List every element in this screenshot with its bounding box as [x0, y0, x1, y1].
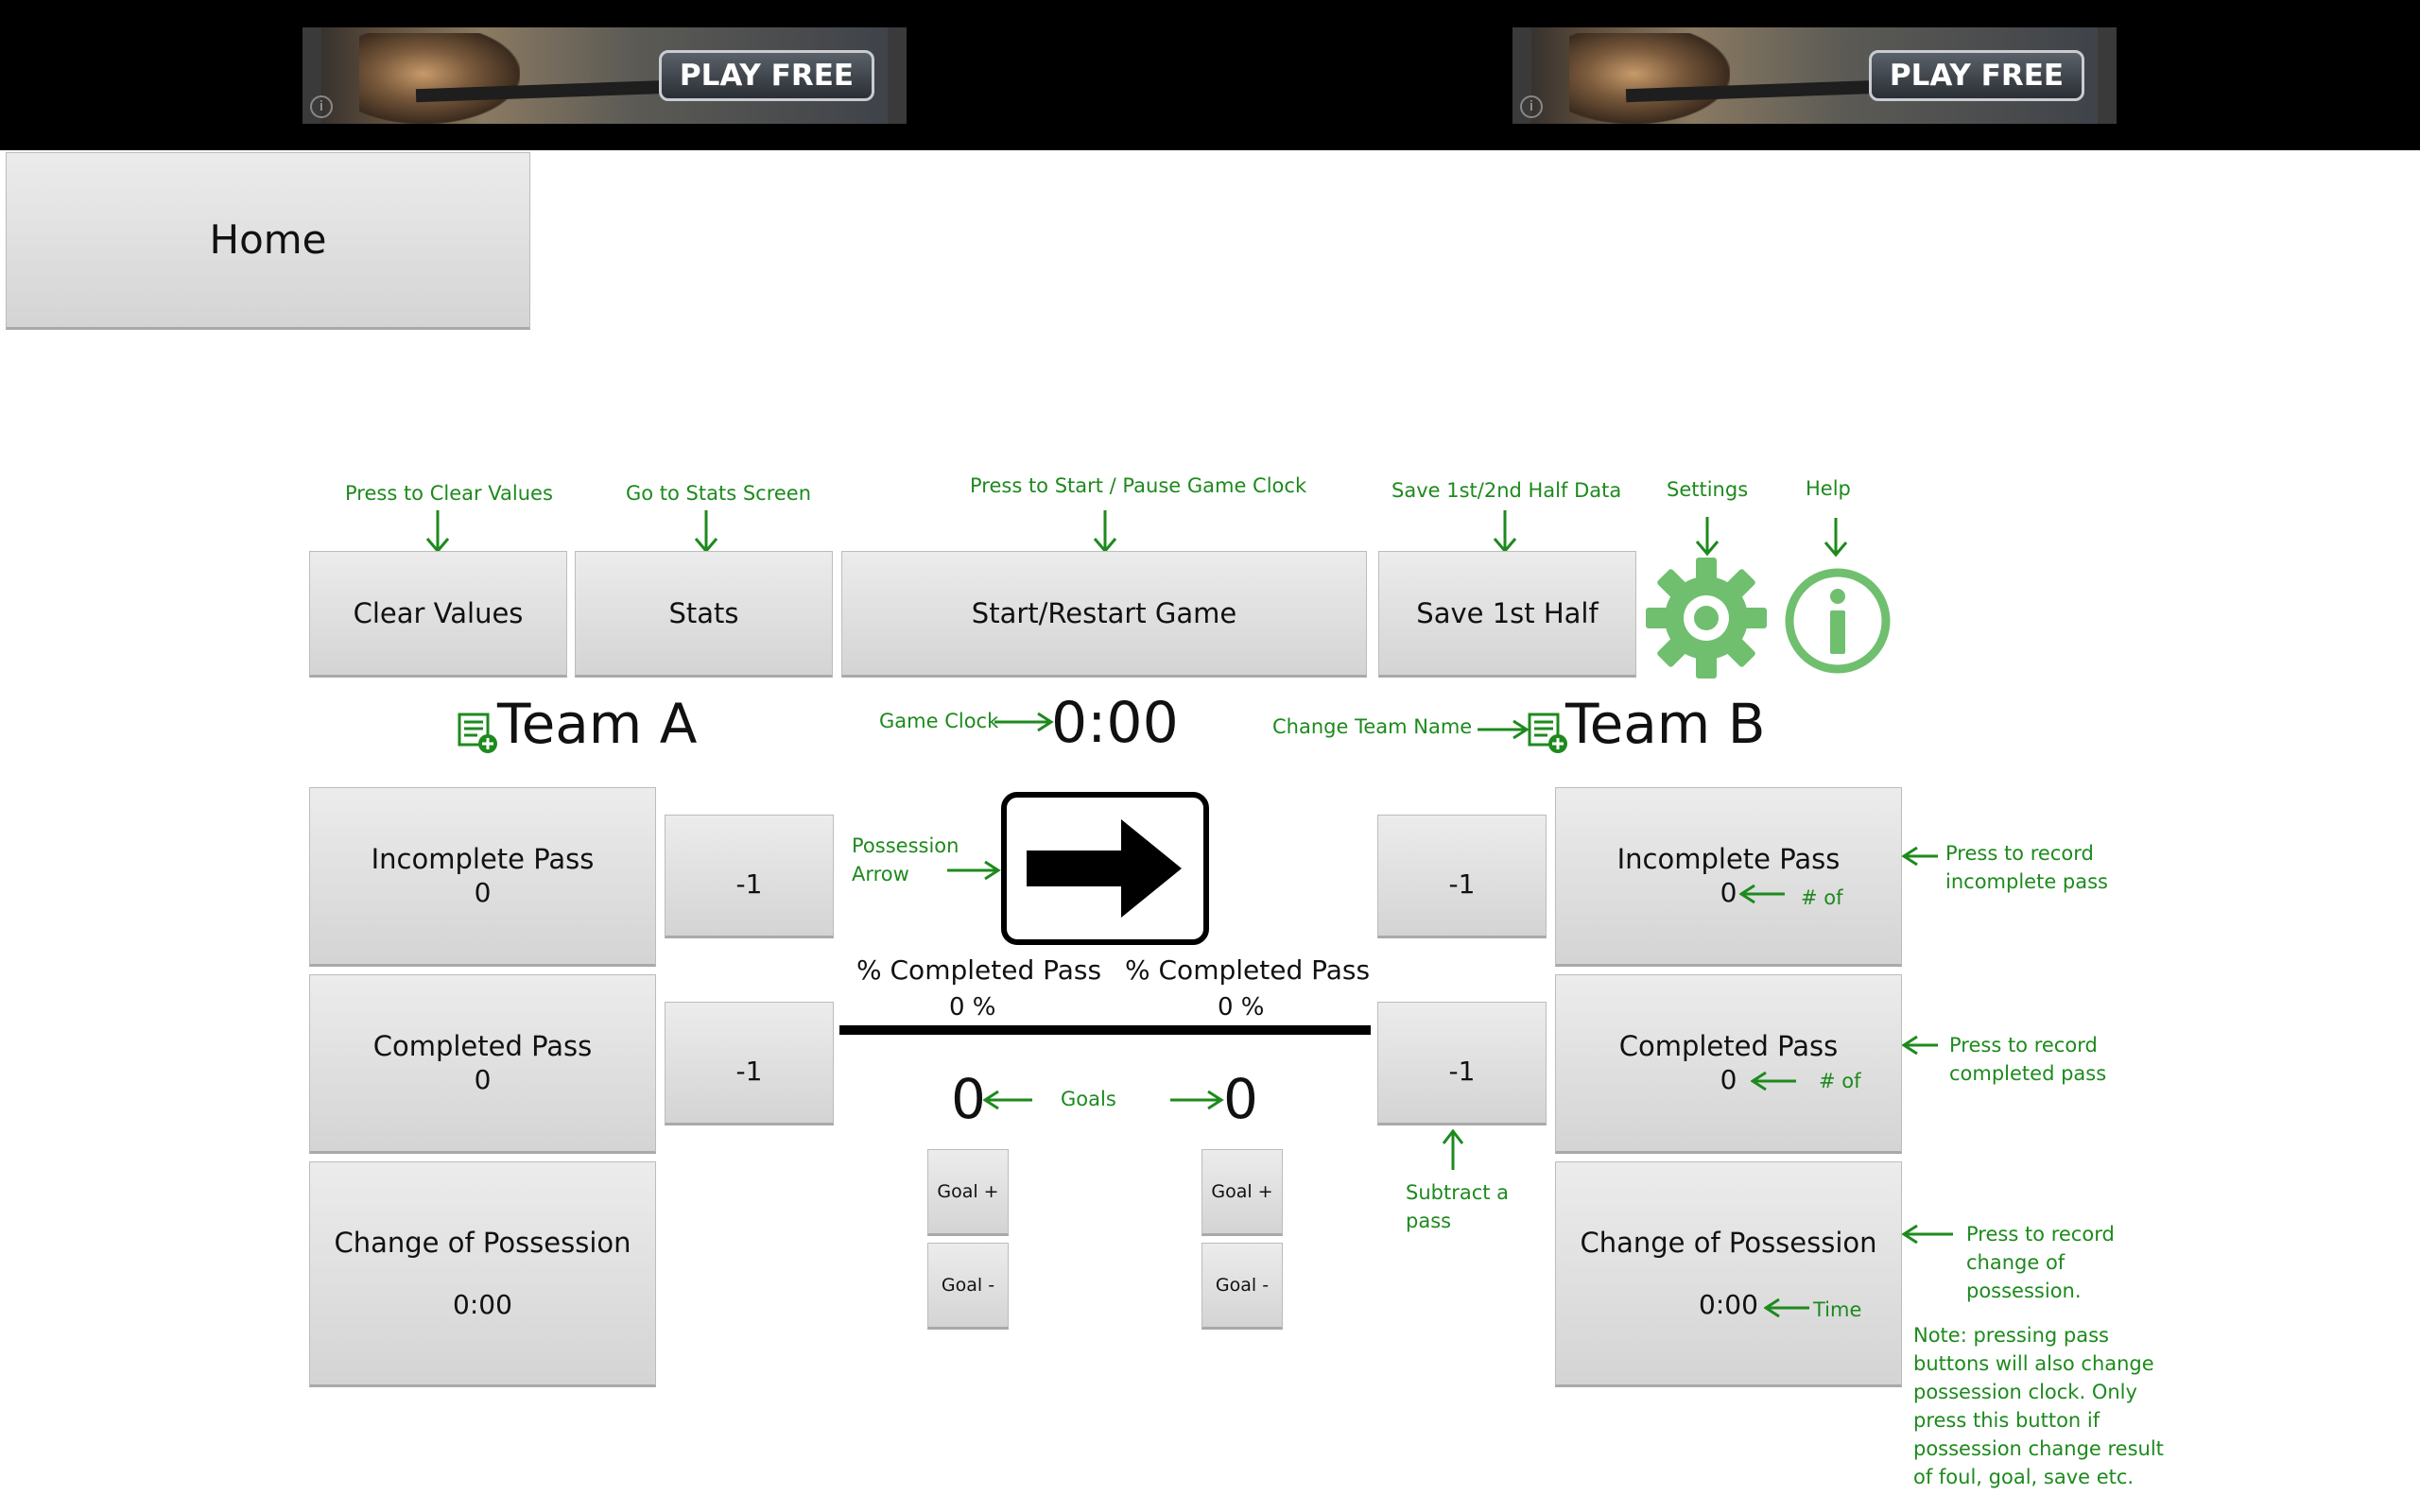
- incomplete-pass-label: Incomplete Pass: [371, 843, 595, 875]
- left-arrow-icon: [1751, 1071, 1796, 1091]
- left-arrow-icon: [1902, 1224, 1953, 1245]
- down-arrow-icon: [1695, 517, 1720, 557]
- clear-values-button[interactable]: Clear Values: [309, 551, 567, 678]
- hint-change-team: Change Team Name: [1272, 715, 1473, 738]
- edit-team-b-name-icon[interactable]: [1526, 711, 1569, 754]
- team-b-goal-minus-button[interactable]: Goal -: [1201, 1243, 1283, 1330]
- team-b-name[interactable]: Team B: [1565, 692, 1766, 756]
- hint-record-completed: Press to record completed pass: [1949, 1034, 2107, 1085]
- team-b-goals: 0: [1223, 1067, 1258, 1131]
- ad-info-icon[interactable]: i: [1520, 95, 1543, 118]
- ad-banner-left[interactable]: i PLAY FREE: [302, 27, 907, 124]
- hint-stats: Go to Stats Screen: [626, 482, 812, 505]
- possession-arrow-icon[interactable]: [1000, 791, 1210, 946]
- left-arrow-icon: [1902, 1035, 1938, 1056]
- completed-pass-label: Completed Pass: [1618, 1030, 1839, 1062]
- possession-time: 0:00: [453, 1288, 512, 1320]
- team-a-incomplete-minus-button[interactable]: -1: [665, 815, 834, 938]
- team-a-goals: 0: [951, 1067, 986, 1131]
- stats-button[interactable]: Stats: [575, 551, 833, 678]
- hint-record-possession: Press to record change of possession.: [1966, 1223, 2115, 1302]
- divider: [839, 1025, 1371, 1035]
- hint-clear: Press to Clear Values: [345, 482, 553, 505]
- hint-goals: Goals: [1061, 1088, 1116, 1110]
- team-a-pct-label: % Completed Pass: [856, 954, 1102, 986]
- down-arrow-icon: [694, 510, 718, 554]
- hint-record-incomplete: Press to record incomplete pass: [1945, 842, 2108, 893]
- hint-settings: Settings: [1667, 478, 1749, 501]
- info-icon[interactable]: [1784, 567, 1892, 675]
- hint-note: Note: pressing pass buttons will also ch…: [1913, 1324, 2164, 1488]
- save-half-button[interactable]: Save 1st Half: [1378, 551, 1636, 678]
- team-a-completed-pass-button[interactable]: Completed Pass 0: [309, 974, 656, 1154]
- team-a-name[interactable]: Team A: [497, 692, 698, 756]
- team-b-goal-plus-button[interactable]: Goal +: [1201, 1149, 1283, 1236]
- completed-pass-count: 0: [474, 1064, 492, 1095]
- left-arrow-icon: [1764, 1297, 1809, 1318]
- team-a-pct-value: 0 %: [949, 993, 996, 1022]
- up-arrow-icon: [1442, 1128, 1464, 1170]
- team-a-goal-minus-button[interactable]: Goal -: [927, 1243, 1009, 1330]
- team-b-pct-label: % Completed Pass: [1125, 954, 1371, 986]
- right-arrow-icon: [994, 712, 1054, 732]
- start-restart-label: Start/Restart Game: [971, 597, 1237, 629]
- start-restart-game-button[interactable]: Start/Restart Game: [841, 551, 1367, 678]
- home-label: Home: [209, 216, 327, 263]
- incomplete-pass-count: 0: [1720, 877, 1737, 908]
- completed-pass-count: 0: [1720, 1064, 1737, 1095]
- right-arrow-icon: [1478, 719, 1530, 740]
- ad-banner-bar: i PLAY FREE i PLAY FREE: [0, 0, 2420, 150]
- team-b-incomplete-minus-button[interactable]: -1: [1377, 815, 1547, 938]
- stats-label: Stats: [668, 597, 739, 629]
- save-half-label: Save 1st Half: [1416, 597, 1599, 629]
- game-clock: 0:00: [1051, 690, 1179, 756]
- hint-subtract: Subtract a pass: [1406, 1181, 1510, 1232]
- down-arrow-icon: [1493, 510, 1517, 554]
- hint-time: Time: [1813, 1298, 1862, 1321]
- left-arrow-icon: [1902, 846, 1938, 867]
- incomplete-pass-label: Incomplete Pass: [1616, 843, 1841, 875]
- team-b-incomplete-pass-button[interactable]: Incomplete Pass 0: [1555, 787, 1902, 967]
- hint-possession-arrow: Possession Arrow: [852, 834, 959, 885]
- change-possession-label: Change of Possession: [334, 1226, 631, 1259]
- play-free-button[interactable]: PLAY FREE: [659, 50, 874, 101]
- team-b-pct-value: 0 %: [1218, 993, 1265, 1022]
- hint-start: Press to Start / Pause Game Clock: [970, 474, 1307, 497]
- play-free-button[interactable]: PLAY FREE: [1869, 50, 2084, 101]
- team-b-completed-minus-button[interactable]: -1: [1377, 1002, 1547, 1125]
- possession-time: 0:00: [1699, 1288, 1758, 1320]
- right-arrow-icon: [947, 860, 1001, 881]
- team-a-goal-plus-button[interactable]: Goal +: [927, 1149, 1009, 1236]
- team-a-change-possession-button[interactable]: Change of Possession 0:00: [309, 1161, 656, 1387]
- hint-help: Help: [1806, 477, 1851, 500]
- hint-count-of: # of: [1801, 886, 1843, 909]
- team-b-change-possession-button[interactable]: Change of Possession 0:00: [1555, 1161, 1902, 1387]
- completed-pass-label: Completed Pass: [372, 1030, 593, 1062]
- edit-team-a-name-icon[interactable]: [456, 711, 499, 754]
- team-a-completed-minus-button[interactable]: -1: [665, 1002, 834, 1125]
- hint-save: Save 1st/2nd Half Data: [1392, 479, 1622, 502]
- home-button[interactable]: Home: [6, 152, 530, 330]
- down-arrow-icon: [1824, 518, 1848, 558]
- left-arrow-icon: [1739, 884, 1785, 904]
- team-b-completed-pass-button[interactable]: Completed Pass 0: [1555, 974, 1902, 1154]
- team-a-incomplete-pass-button[interactable]: Incomplete Pass 0: [309, 787, 656, 967]
- change-possession-label: Change of Possession: [1580, 1226, 1877, 1259]
- down-arrow-icon: [425, 510, 450, 554]
- hint-count-of: # of: [1819, 1070, 1861, 1092]
- right-arrow-icon: [1170, 1090, 1224, 1110]
- down-arrow-icon: [1093, 510, 1117, 554]
- left-arrow-icon: [983, 1090, 1032, 1110]
- ad-info-icon[interactable]: i: [310, 95, 333, 118]
- incomplete-pass-count: 0: [474, 877, 492, 908]
- hint-game-clock: Game Clock: [879, 710, 999, 732]
- ad-banner-right[interactable]: i PLAY FREE: [1512, 27, 2117, 124]
- clear-values-label: Clear Values: [353, 597, 524, 629]
- gear-icon[interactable]: [1645, 557, 1768, 679]
